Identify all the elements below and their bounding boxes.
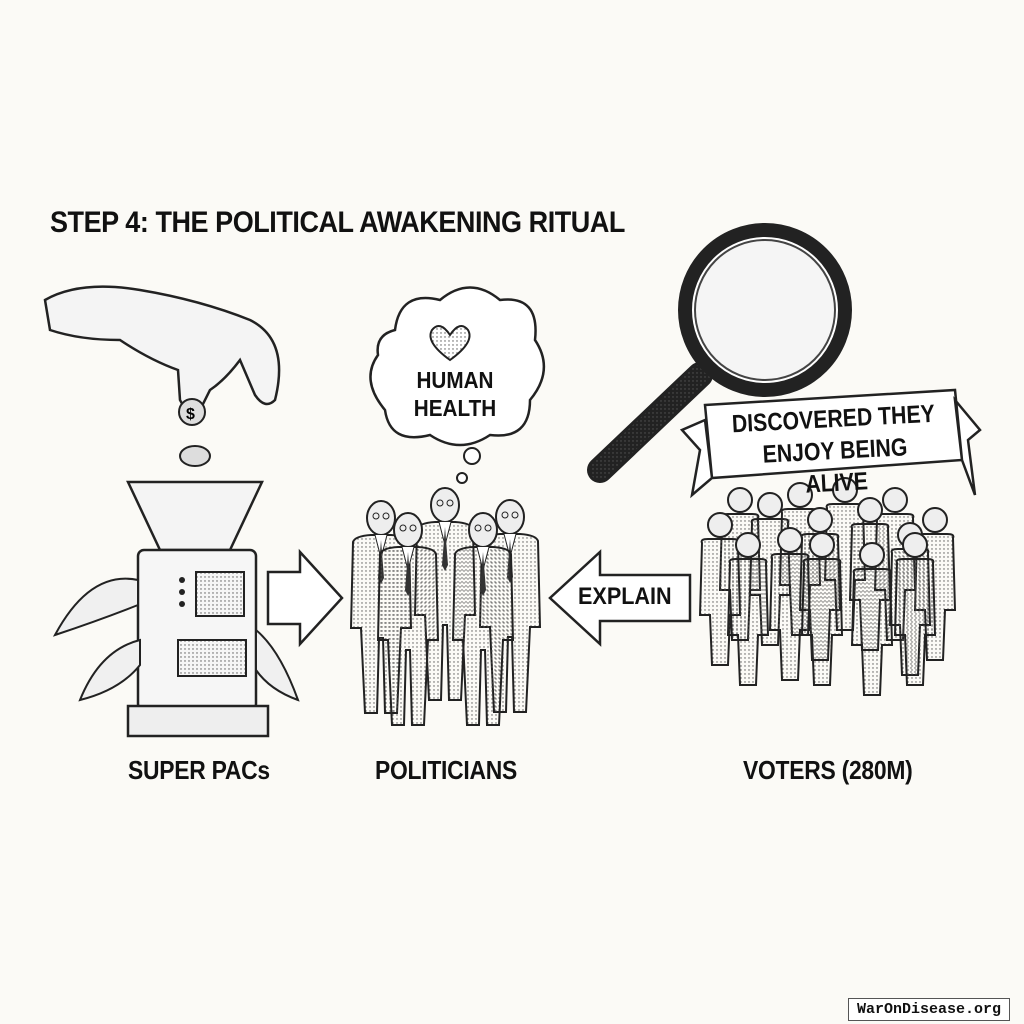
gloved-hand-icon: $ (43, 285, 281, 467)
banner-ribbon (679, 388, 982, 499)
watermark-link[interactable]: WarOnDisease.org (848, 998, 1011, 1021)
banner-line-2: ENJOY BEING ALIVE (761, 433, 909, 499)
label-voters: VOTERS (280M) (743, 755, 913, 785)
thought-line-2: HEALTH (413, 395, 497, 421)
banner-text: DISCOVERED THEY ENJOY BEING ALIVE (726, 398, 943, 505)
super-pac-machine-icon (52, 480, 300, 738)
arrow-left-explain (548, 549, 692, 647)
coin-dollar-icon: $ (186, 406, 195, 423)
thought-line-1: HUMAN (416, 367, 494, 393)
page-title: STEP 4: THE POLITICAL AWAKENING RITUAL (50, 206, 625, 239)
thought-bubble (369, 286, 546, 484)
label-super-pacs: SUPER PACs (128, 755, 270, 785)
magnifying-glass-icon (587, 223, 852, 483)
arrow-right-icon (266, 548, 344, 648)
heart-icon (429, 325, 471, 362)
label-politicians: POLITICIANS (375, 755, 518, 785)
politicians-group (350, 487, 541, 726)
explain-label: EXPLAIN (578, 583, 672, 610)
voters-crowd (699, 477, 956, 696)
thought-bubble-text: HUMAN HEALTH (392, 366, 518, 422)
